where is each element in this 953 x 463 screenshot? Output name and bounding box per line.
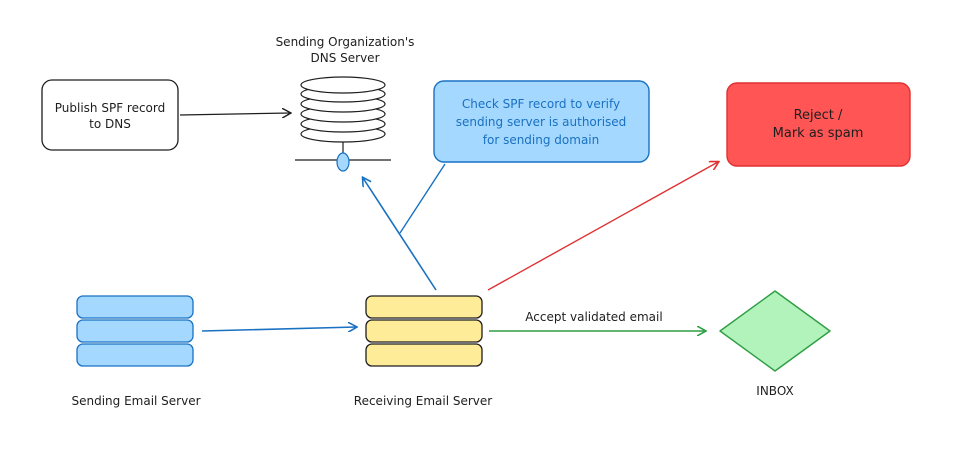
check-box-connector — [399, 163, 446, 234]
dns-server-title-line1: Sending Organization's — [276, 35, 415, 49]
sending-server-icon — [76, 295, 194, 367]
publish-to-dns-arrow — [179, 113, 290, 115]
check-spf-line1: Check SPF record to verify — [462, 97, 620, 111]
inbox-label: INBOX — [756, 384, 793, 398]
publish-spf-box: Publish SPF record to DNS — [41, 79, 179, 151]
publish-spf-label-line1: Publish SPF record — [55, 101, 166, 115]
check-spf-box: Check SPF record to verify sending serve… — [433, 80, 650, 163]
dns-server-icon — [295, 76, 391, 172]
accept-email-label: Accept validated email — [525, 310, 662, 324]
publish-spf-label-line2: to DNS — [89, 117, 131, 131]
receiving-server-icon — [365, 295, 483, 367]
check-spf-line3: for sending domain — [483, 133, 599, 147]
reject-box: Reject / Mark as spam — [726, 82, 911, 167]
check-spf-line2: sending server is authorised — [456, 115, 627, 129]
sending-to-receiving-arrow — [201, 327, 356, 331]
reject-line2: Mark as spam — [773, 126, 864, 141]
dns-server-title-line2: DNS Server — [311, 51, 380, 65]
receiving-to-dns-arrow — [363, 178, 437, 291]
reject-line1: Reject / — [794, 108, 843, 123]
receiving-server-label: Receiving Email Server — [354, 394, 492, 408]
sending-server-label: Sending Email Server — [71, 394, 200, 408]
inbox-icon — [719, 290, 831, 372]
receiving-to-reject-arrow — [487, 162, 718, 291]
